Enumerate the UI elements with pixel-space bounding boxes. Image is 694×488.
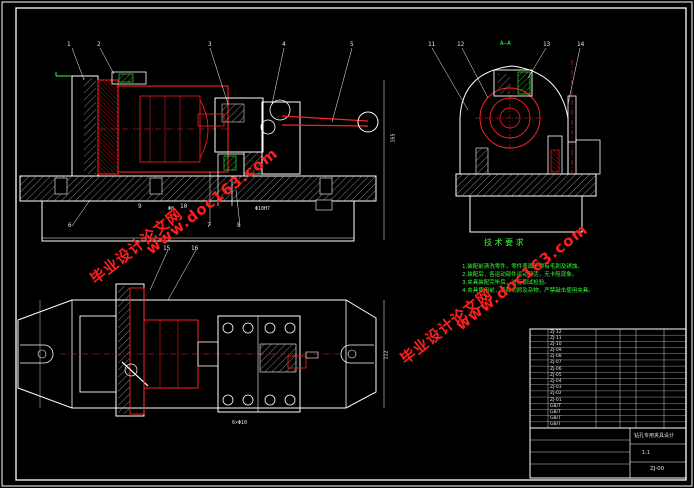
part-number: 6 <box>68 222 72 229</box>
dimension-label: Φ10H7 <box>255 206 271 212</box>
part-number: 1 <box>67 41 71 48</box>
title-block-row-label: ZJ-01 <box>550 397 562 403</box>
part-number: 2 <box>97 41 101 48</box>
part-number: 10 <box>180 203 188 210</box>
title-block-drawing-no: ZJ-00 <box>650 466 665 472</box>
title-block-row-label: ZJ-08 <box>550 354 562 360</box>
part-number: 4 <box>282 41 286 48</box>
part-number: 14 <box>577 41 585 48</box>
title-block-name: 钻孔专用夹具设计 <box>634 433 675 439</box>
part-number: 5 <box>350 41 354 48</box>
dimension-label: Φ8 <box>168 206 175 212</box>
title-block-row-label: ZJ-10 <box>550 341 562 347</box>
front-view <box>19 47 385 242</box>
title-block-scale: 1:1 <box>642 450 651 456</box>
plan-view <box>17 249 385 417</box>
part-number: 9 <box>138 203 142 210</box>
dimension-label: 6×Φ10 <box>232 420 248 426</box>
part-number: 8 <box>237 222 241 229</box>
dimension-label: 112 <box>383 350 390 360</box>
title-block-row-label: ZJ-09 <box>550 348 562 354</box>
title-block-row-label: ZJ-11 <box>550 335 562 341</box>
title-block-row-label: ZJ-02 <box>550 391 562 397</box>
part-number: 3 <box>208 41 212 48</box>
title-block-row-label: ZJ-05 <box>550 372 562 378</box>
title-block-row-label: ZJ-04 <box>550 379 562 384</box>
part-number: 12 <box>457 41 465 48</box>
title-block-row-label: GB/T <box>550 422 561 428</box>
title-block-row-label: ZJ-03 <box>550 385 562 391</box>
tech-req-title: 技 术 要 求 <box>484 238 524 247</box>
part-number: 13 <box>543 41 551 48</box>
dimension-label: 165 <box>390 133 397 143</box>
title-block-row-label: ZJ-07 <box>550 360 562 366</box>
inner-border <box>15 7 687 481</box>
part-number: 15 <box>163 245 171 252</box>
title-block-row-label: GB/T <box>550 416 561 422</box>
part-number: 11 <box>428 41 436 48</box>
title-block-row-label: GB/T <box>550 409 561 415</box>
part-number: 16 <box>191 245 199 252</box>
tech-req-line: 2.装配后，各运动部件运动灵活，无卡阻现象。 <box>462 272 578 278</box>
tech-req-line: 3.夹具装配完毕后，进行调试检验。 <box>462 280 550 286</box>
title-block-row-label: ZJ-06 <box>550 366 562 372</box>
title-block-row-label: ZJ-12 <box>550 329 562 335</box>
tech-req-line: 1.装配前清洗零件，零件表面不得有毛刺及锈蚀。 <box>462 264 583 270</box>
title-block <box>529 328 687 479</box>
title-block-row-label: GB/T <box>550 403 561 409</box>
part-number: 7 <box>207 222 211 229</box>
section-label: A—A <box>500 40 511 47</box>
tech-req-line: 4.夹具使用前，清除切屑及杂物，严禁敲击使用夹具。 <box>462 288 594 294</box>
side-view <box>431 47 601 233</box>
